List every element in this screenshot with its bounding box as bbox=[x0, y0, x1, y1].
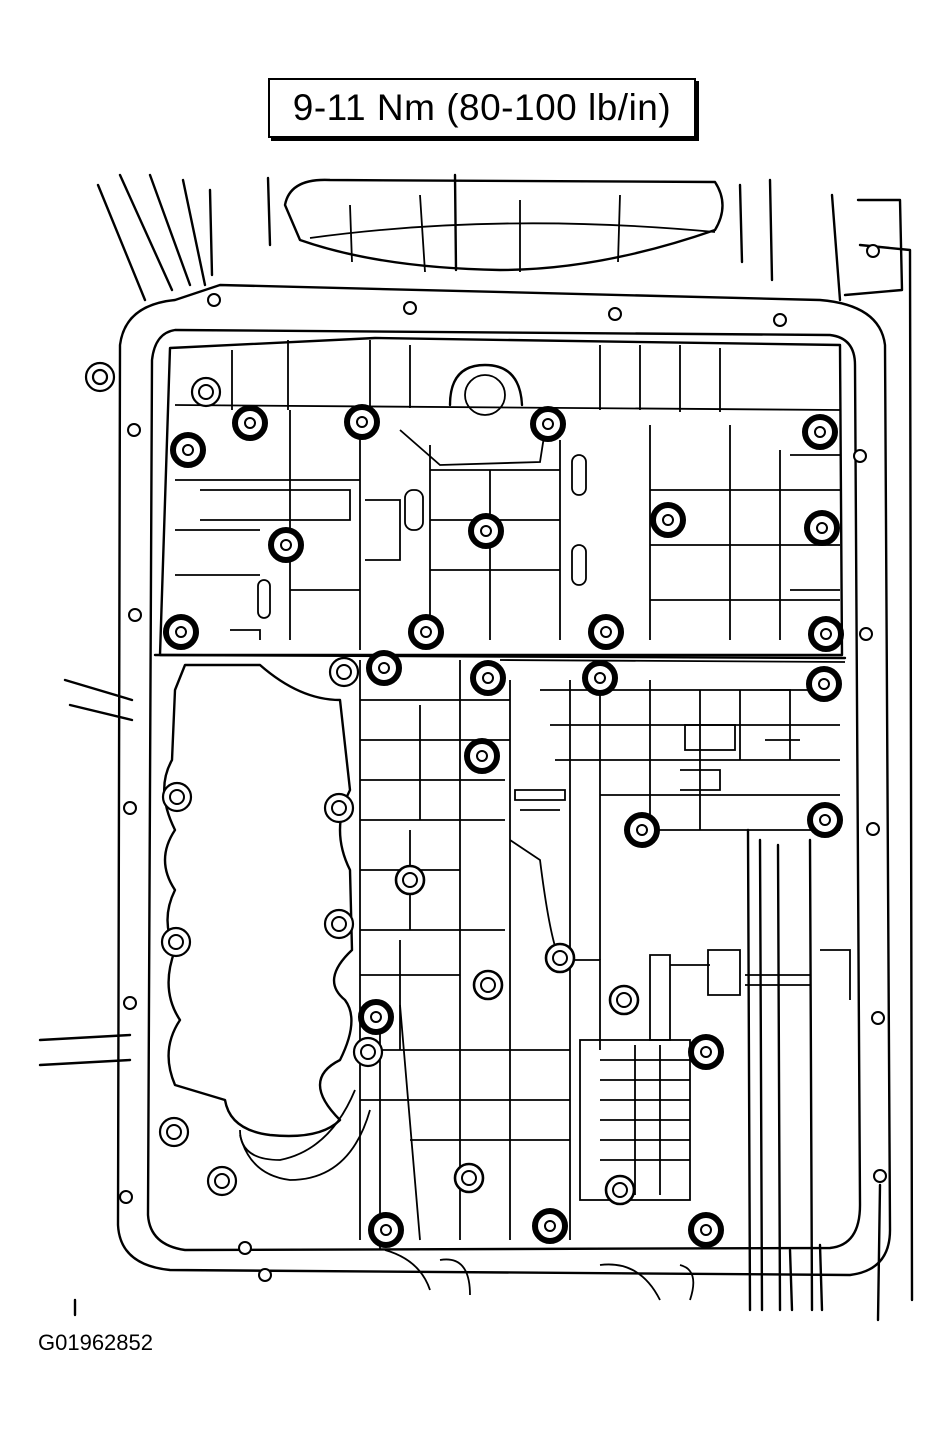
torque-bolt-center bbox=[600, 626, 612, 638]
torque-bolt-center bbox=[370, 1011, 382, 1023]
case-hole bbox=[873, 1169, 887, 1183]
left-cover-plate bbox=[162, 663, 371, 1181]
case-hole bbox=[119, 1190, 133, 1204]
torque-bolt-center bbox=[662, 514, 674, 526]
case-hole bbox=[859, 627, 873, 641]
highlighted-bolts bbox=[163, 404, 844, 1248]
torque-bolt-center bbox=[816, 522, 828, 534]
case-hole bbox=[853, 449, 867, 463]
torque-bolt-center bbox=[482, 672, 494, 684]
case-hole bbox=[871, 1011, 885, 1025]
torque-bolt-center bbox=[480, 525, 492, 537]
washer-hole bbox=[169, 789, 185, 805]
torque-bolt-center bbox=[378, 662, 390, 674]
torque-bolt-center bbox=[280, 539, 292, 551]
transmission-case bbox=[38, 173, 914, 1322]
pan-gasket bbox=[84, 283, 892, 1277]
figure-id: G01962852 bbox=[38, 1330, 153, 1355]
torque-spec-label: 9-11 Nm (80-100 lb/in) bbox=[268, 78, 696, 138]
case-hole bbox=[128, 608, 142, 622]
bolt-head bbox=[612, 1182, 628, 1198]
washer-hole bbox=[198, 384, 214, 400]
torque-bolt-center bbox=[420, 626, 432, 638]
bolt-head bbox=[480, 977, 496, 993]
oil-filter-dome bbox=[283, 178, 724, 273]
separator-plate-edge-inner bbox=[499, 659, 846, 663]
case-hole bbox=[866, 822, 880, 836]
torque-bolt-center bbox=[175, 626, 187, 638]
torque-bolt-center bbox=[818, 678, 830, 690]
separator-plate-edge bbox=[153, 653, 847, 660]
torque-bolt-center bbox=[814, 426, 826, 438]
washer-hole bbox=[360, 1044, 376, 1060]
torque-bolt-center bbox=[542, 418, 554, 430]
case-hole bbox=[207, 293, 221, 307]
torque-bolt-center bbox=[700, 1224, 712, 1236]
bolt-head bbox=[552, 950, 568, 966]
lower-edge bbox=[379, 1000, 695, 1301]
case-hole bbox=[238, 1241, 252, 1255]
case-holes bbox=[119, 244, 887, 1282]
case-hole bbox=[123, 996, 137, 1010]
lower-valve-body bbox=[359, 660, 840, 1240]
bolt-head bbox=[616, 992, 632, 1008]
torque-bolt-center bbox=[182, 444, 194, 456]
torque-bolt-center bbox=[244, 417, 256, 429]
upper-valve-body bbox=[158, 336, 844, 657]
torque-bolt-center bbox=[700, 1046, 712, 1058]
torque-bolt-center bbox=[356, 416, 368, 428]
accumulator-stack bbox=[579, 949, 810, 1201]
case-hole bbox=[127, 423, 141, 437]
washers bbox=[158, 376, 384, 1197]
torque-bolt-center bbox=[380, 1224, 392, 1236]
washer-hole bbox=[168, 934, 184, 950]
torque-bolt-center bbox=[636, 824, 648, 836]
case-hole bbox=[773, 313, 787, 327]
plain-bolts bbox=[394, 864, 640, 1206]
bolt-head bbox=[461, 1170, 477, 1186]
washer-hole bbox=[336, 664, 352, 680]
torque-bolt-center bbox=[819, 814, 831, 826]
case-hole bbox=[123, 801, 137, 815]
washer-hole bbox=[331, 800, 347, 816]
washer-hole bbox=[166, 1124, 182, 1140]
manual-valve-rails bbox=[746, 828, 851, 1312]
torque-bolt-center bbox=[476, 750, 488, 762]
case-hole bbox=[866, 244, 880, 258]
case-hole bbox=[608, 307, 622, 321]
washer-hole bbox=[331, 916, 347, 932]
torque-bolt-center bbox=[544, 1220, 556, 1232]
case-hole bbox=[403, 301, 417, 315]
torque-bolt-center bbox=[594, 672, 606, 684]
torque-bolt-center bbox=[820, 628, 832, 640]
washer-hole bbox=[214, 1173, 230, 1189]
bolt-head bbox=[402, 872, 418, 888]
case-hole bbox=[258, 1268, 272, 1282]
